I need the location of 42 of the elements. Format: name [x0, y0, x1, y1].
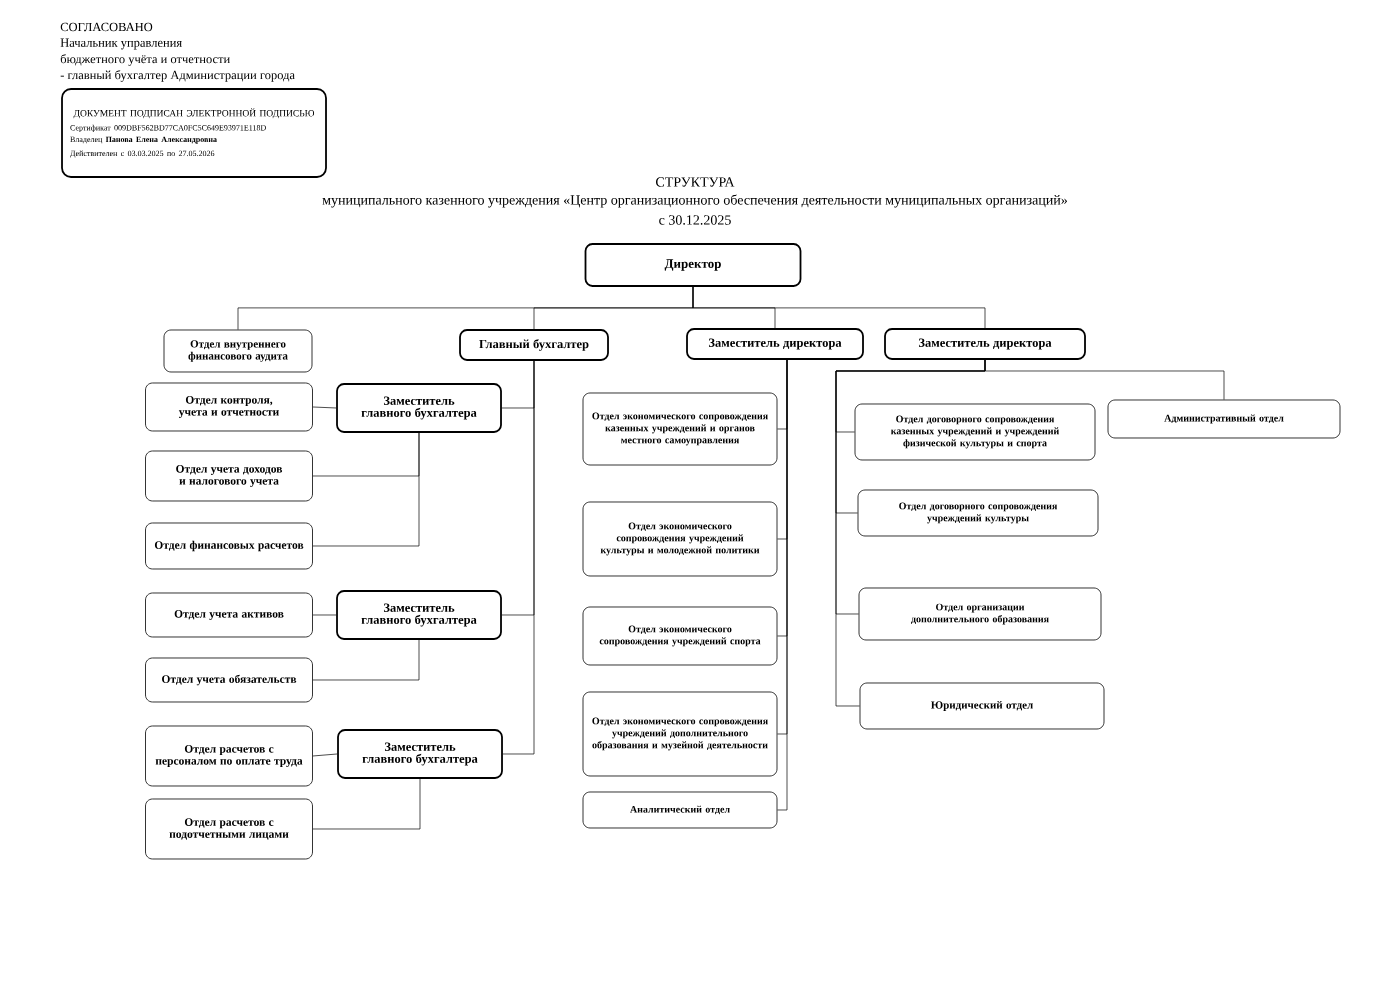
connector-line: [692, 286, 986, 329]
connector-line: [312, 778, 421, 830]
department-box: Отдел финансовых расчетов: [145, 522, 313, 570]
department-box: Отдел договорного сопровождения учреждений культуры: [857, 489, 1099, 537]
department-box: Отдел учета обязательств: [145, 657, 313, 703]
department-box: Аналитический отдел: [582, 791, 778, 829]
signature-stamp: ДОКУМЕНТ ПОДПИСАН ЭЛЕКТРОННОЙ ПОДПИСЬЮ Сертификат 009DBF562BD77CA0FC5C649E93971E118D Владелец Панова Елена Александровна Действителен с 03.03.2025 по 27.05.2026: [61, 88, 327, 178]
connector-line: [502, 360, 535, 755]
department-box: Отдел экономического сопровождения казенных учреждений и органов местного самоуправления: [582, 392, 778, 466]
manager-box: Заместитель директора: [686, 328, 864, 360]
manager-box: Главный бухгалтер: [459, 329, 609, 361]
department-box: Отдел экономического сопровождения учреждений спорта: [582, 606, 778, 666]
subtitle: муниципального казенного учреждения «Центр организационного обеспечения деятельности муниципальных организаций»: [322, 194, 1067, 208]
connector-line: [835, 359, 986, 707]
approval-text: бюджетного учёта и отчетности: [60, 54, 230, 66]
department-box: Отдел контроля, учета и отчетности: [145, 382, 313, 432]
connector-line: [777, 359, 788, 811]
department-box: Отдел экономического сопровождения учреждений дополнительного образования и музейной деятельности: [582, 691, 778, 777]
department-box: Отдел учета доходов и налогового учета: [145, 450, 313, 502]
manager-box: Заместитель директора: [884, 328, 1086, 360]
connector-line: [312, 432, 420, 547]
deputy-box: Заместитель главного бухгалтера: [336, 383, 502, 433]
deputy-box: Заместитель главного бухгалтера: [337, 729, 503, 779]
department-box: Отдел договорного сопровождения казенных учреждений и учреждений физической культуры и спорта: [854, 403, 1096, 461]
deputy-box: Заместитель главного бухгалтера: [336, 590, 502, 640]
title: СТРУКТУРА: [656, 177, 735, 187]
subtitle: с 30.12.2025: [659, 215, 731, 225]
director-box: Директор: [584, 243, 802, 287]
department-box: Отдел расчетов с персоналом по оплате труда: [145, 725, 313, 787]
department-box: Отдел экономического сопровождения учреждений культуры и молодежной политики: [582, 501, 778, 577]
approval-text: СОГЛАСОВАНО: [60, 22, 153, 32]
department-box: Отдел внутреннего финансового аудита: [163, 329, 313, 373]
department-box: Отдел расчетов с подотчетными лицами: [145, 798, 313, 860]
approval-text: Начальник управления: [60, 38, 182, 50]
department-box: Отдел учета активов: [145, 592, 313, 638]
department-box: Юридический отдел: [859, 682, 1105, 730]
department-box: Отдел организации дополнительного образования: [858, 587, 1102, 641]
connector-line: [312, 753, 338, 757]
connector-line: [312, 614, 337, 616]
department-box: Административный отдел: [1107, 399, 1341, 439]
connector-line: [312, 406, 337, 409]
connector-line: [312, 639, 420, 681]
